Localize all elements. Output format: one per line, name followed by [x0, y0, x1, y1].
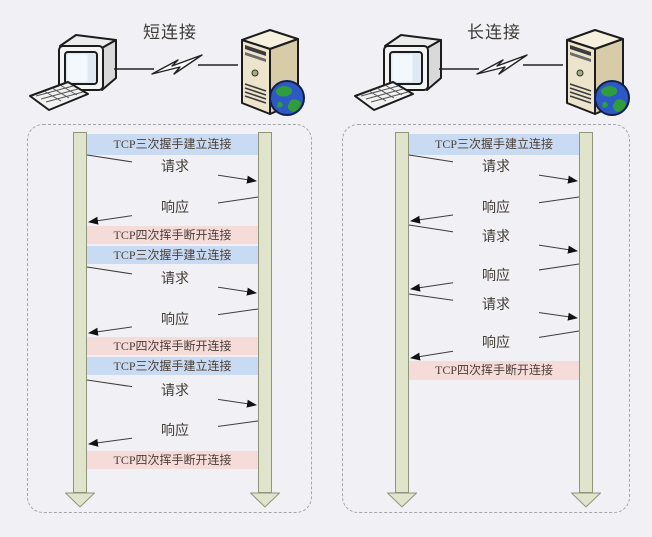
request-label: 请求: [453, 159, 539, 177]
response-label: 响应: [132, 423, 218, 441]
request-label: 请求: [453, 229, 539, 247]
teardown-band: TCP四次挥手断开连接: [409, 361, 579, 380]
server-globe-icon: [241, 29, 305, 116]
client-lifeline: [387, 132, 417, 508]
server-lifeline: [571, 132, 601, 508]
right-connection-title: 长连接: [467, 23, 521, 42]
message-arrows: [408, 154, 580, 361]
server-lifeline: [250, 132, 280, 508]
lightning-bolt-icon: [439, 54, 563, 75]
request-label: 请求: [453, 297, 539, 315]
handshake-band: TCP三次握手建立连接: [87, 246, 258, 264]
client-computer-icon: [29, 34, 117, 111]
response-label: 响应: [453, 335, 539, 353]
request-label: 请求: [132, 271, 218, 289]
response-label: 响应: [453, 268, 539, 286]
request-label: 请求: [132, 159, 218, 177]
response-label: 响应: [132, 312, 218, 330]
handshake-band: TCP三次握手建立连接: [87, 134, 258, 155]
response-label: 响应: [132, 200, 218, 218]
teardown-band: TCP四次挥手断开连接: [87, 226, 258, 244]
teardown-band: TCP四次挥手断开连接: [87, 337, 258, 355]
left-connection-title: 短连接: [143, 23, 197, 42]
handshake-band: TCP三次握手建立连接: [409, 134, 579, 155]
handshake-band: TCP三次握手建立连接: [87, 357, 258, 375]
lightning-bolt-icon: [114, 54, 238, 75]
long-connection-panel: TCP三次握手建立连接 TCP四次挥手断开连接 请求 响应 请求 响应 请求 响…: [342, 124, 630, 513]
short-connection-panel: TCP三次握手建立连接 TCP四次挥手断开连接 TCP三次握手建立连接 TCP四…: [27, 124, 312, 513]
client-computer-icon: [354, 34, 442, 111]
client-lifeline: [65, 132, 95, 508]
request-label: 请求: [132, 383, 218, 401]
server-globe-icon: [566, 29, 630, 116]
response-label: 响应: [453, 200, 539, 218]
teardown-band: TCP四次挥手断开连接: [87, 451, 258, 469]
